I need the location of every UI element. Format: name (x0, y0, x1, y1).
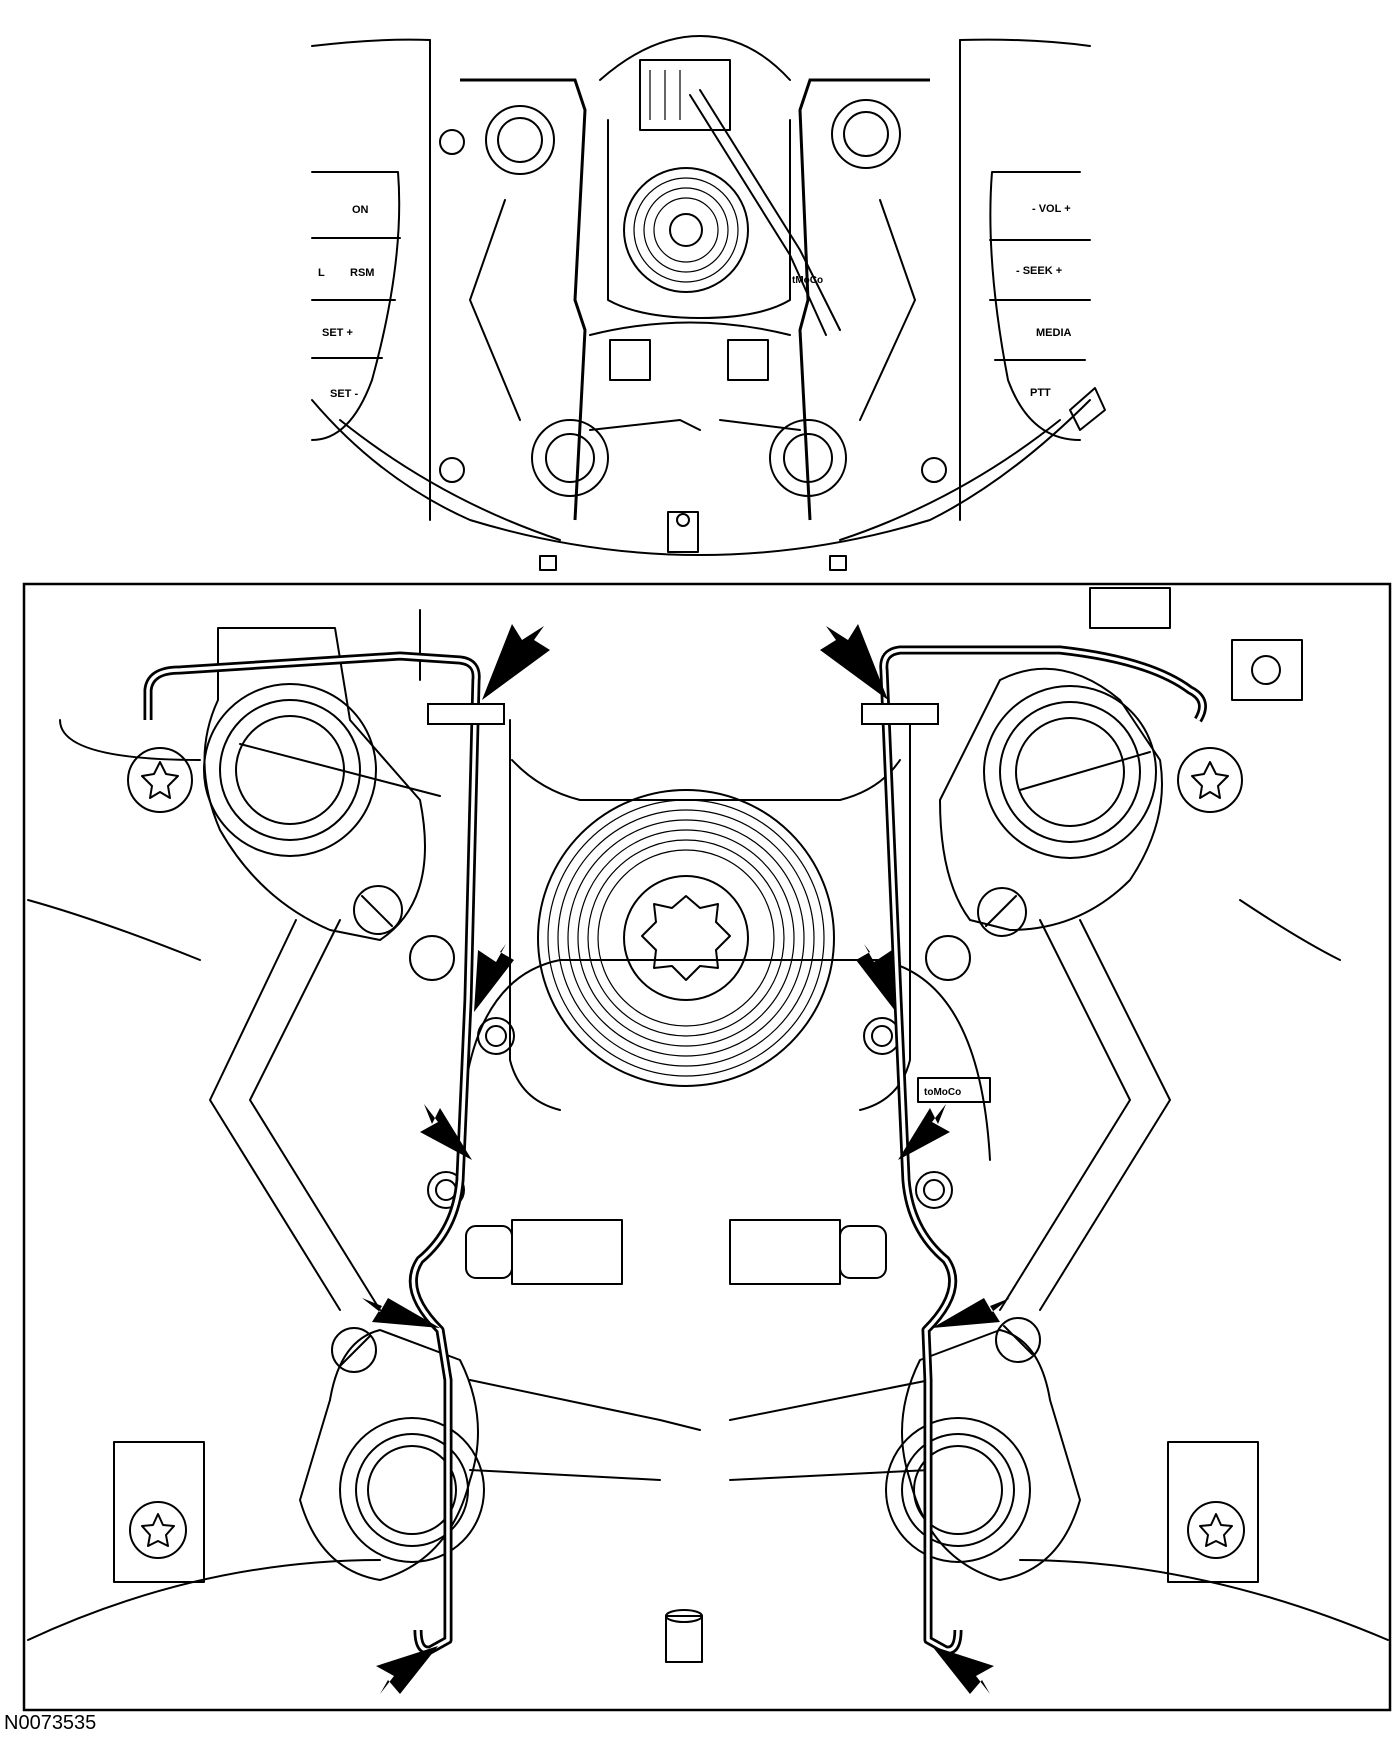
switch-label-media: MEDIA (1036, 327, 1072, 339)
lower-left-mount (113, 1327, 485, 1583)
lower-right-mount (885, 1317, 1259, 1583)
switch-label-set-plus: SET + (322, 327, 353, 339)
arrow-1 (482, 624, 550, 700)
switch-label-set-minus: SET - (330, 388, 358, 400)
arrow-8 (932, 1298, 1010, 1328)
right-switch-pack: - VOL + - SEEK + MEDIA PTT (989, 171, 1106, 441)
detail-view: toMoCo (22, 582, 1392, 1712)
upper-left-mount (127, 627, 441, 941)
switch-label-ptt: PTT (1030, 387, 1051, 399)
arrow-9 (376, 1646, 438, 1694)
left-switch-pack: ON L RSM SET + SET - (311, 171, 401, 441)
callout-arrows (362, 624, 1010, 1694)
upper-right-mount (939, 587, 1303, 937)
switch-label-rsm: RSM (350, 267, 374, 279)
arrow-7 (362, 1298, 440, 1328)
switch-label-on: ON (352, 204, 369, 216)
arrow-2 (820, 624, 888, 700)
arrow-10 (932, 1646, 994, 1694)
figure-id: N0073535 (4, 1712, 97, 1734)
overview-view: ON L RSM SET + SET - - VOL + - SEEK + ME… (311, 35, 1106, 571)
switch-label-vol: - VOL + (1032, 203, 1071, 215)
arrow-3 (474, 944, 514, 1012)
arrow-4 (856, 944, 896, 1012)
arrow-6 (898, 1104, 950, 1160)
center-bolt (537, 789, 835, 1087)
arrow-5 (420, 1104, 472, 1160)
brand-mark-detail: toMoCo (924, 1087, 961, 1098)
detail-frame (22, 582, 1392, 1712)
switch-label-seek: - SEEK + (1016, 265, 1062, 277)
switch-label-l: L (318, 267, 325, 279)
